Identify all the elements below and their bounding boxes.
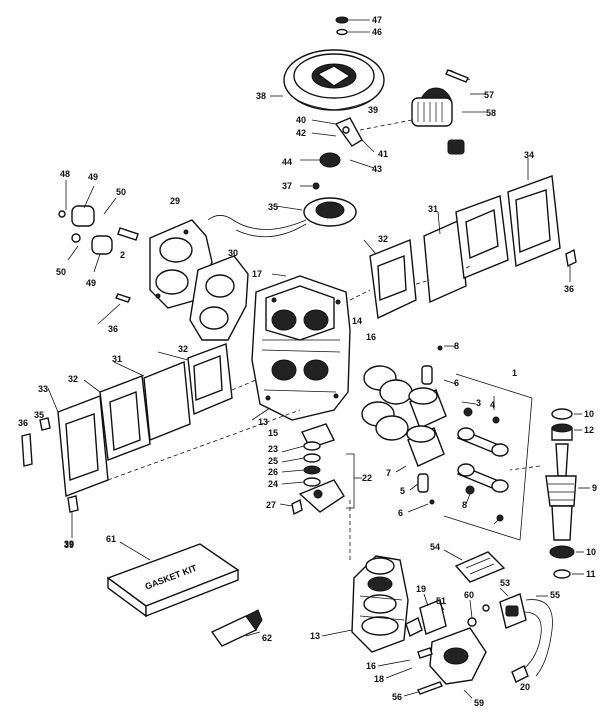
right-reed-plates <box>349 158 577 320</box>
callout-number: 34 <box>524 150 534 160</box>
callout-number: 47 <box>372 15 382 25</box>
callout-number: 39 <box>368 105 378 115</box>
callout-number: 22 <box>362 473 372 483</box>
callout-number: 42 <box>296 128 306 138</box>
callout-number: 17 <box>252 269 262 279</box>
callout-number: 3 <box>476 398 481 408</box>
callout-number: 33 <box>38 384 48 394</box>
callout-number: 41 <box>378 149 388 159</box>
connecting-rods <box>443 373 533 541</box>
callout-number: 58 <box>486 108 496 118</box>
crankshaft <box>509 408 590 579</box>
callout-number: 50 <box>56 267 66 277</box>
callout-number: 8 <box>462 500 467 510</box>
callout-number: 23 <box>268 444 278 454</box>
callout-number: 61 <box>106 534 116 544</box>
fuel-pump <box>377 593 490 699</box>
flywheel <box>270 49 385 111</box>
callout-number: 12 <box>584 425 594 435</box>
lower-housing <box>321 500 409 653</box>
callout-number: 25 <box>268 456 278 466</box>
small-washers <box>335 16 370 36</box>
linkage-parts <box>300 117 375 169</box>
callout-number: 15 <box>268 428 278 438</box>
callout-number: 6 <box>454 378 459 388</box>
callout-number: 30 <box>228 248 238 258</box>
callout-number: 60 <box>464 590 474 600</box>
callout-number: 31 <box>428 204 438 214</box>
callout-number: 19 <box>416 584 426 594</box>
callout-number: 55 <box>550 590 560 600</box>
callout-number: 9 <box>592 483 597 493</box>
callout-number: 59 <box>474 698 484 708</box>
callout-numbers: 47 46 38 57 58 39 40 42 41 43 44 37 35 3… <box>18 15 597 708</box>
pistons <box>395 345 457 513</box>
exhaust-gasket <box>189 255 249 341</box>
callout-number: 48 <box>60 169 70 179</box>
callout-number: 20 <box>520 682 530 692</box>
callout-number: 51 <box>436 596 446 606</box>
electrical-unit <box>499 587 553 683</box>
cylinder-block <box>251 273 351 421</box>
callout-number: 32 <box>178 344 188 354</box>
stator-ignition <box>207 182 357 238</box>
callout-number: 24 <box>268 479 278 489</box>
callout-number: 57 <box>484 90 494 100</box>
callout-number: 37 <box>282 181 292 191</box>
callout-number: 32 <box>68 374 78 384</box>
callout-number: 27 <box>266 500 276 510</box>
callout-number: 39 <box>64 539 74 549</box>
callout-number: 26 <box>268 467 278 477</box>
callout-number: 49 <box>88 172 98 182</box>
callout-number: 4 <box>490 400 495 410</box>
callout-number: 11 <box>586 569 596 579</box>
callout-number: 53 <box>500 578 510 588</box>
callout-number: 39 <box>64 540 74 550</box>
callout-number: 1 <box>512 368 517 378</box>
bottom-screws <box>403 647 443 697</box>
callout-number: 50 <box>116 187 126 197</box>
starter-motor <box>359 69 486 155</box>
callout-number: 36 <box>108 324 118 334</box>
gasket-kit-box: GASKET KIT <box>106 541 240 618</box>
left-bolt <box>97 293 131 325</box>
callout-number: 6 <box>398 508 403 518</box>
callout-number: 16 <box>366 332 376 342</box>
callout-number: 13 <box>310 631 320 641</box>
left-reed-plates <box>21 343 301 538</box>
bracket-plate <box>443 549 506 583</box>
callout-number: 29 <box>170 196 180 206</box>
callout-number: 18 <box>374 674 384 684</box>
callout-number: 43 <box>372 164 382 174</box>
callout-number: 31 <box>112 354 122 364</box>
callout-number: 36 <box>564 284 574 294</box>
callout-number: 5 <box>400 486 405 496</box>
callout-number: 38 <box>256 91 266 101</box>
callout-number: 56 <box>392 692 402 702</box>
callout-number: 7 <box>386 468 391 478</box>
callout-number: 49 <box>86 278 96 288</box>
callout-number: 14 <box>352 316 362 326</box>
callout-number: 2 <box>120 250 125 260</box>
callout-number: 44 <box>282 157 292 167</box>
callout-number: 32 <box>378 234 388 244</box>
callout-number: 46 <box>372 27 382 37</box>
callout-number: 54 <box>430 542 440 552</box>
callout-number: 36 <box>18 418 28 428</box>
callout-number: 35 <box>268 202 278 212</box>
callout-number: 62 <box>262 633 272 643</box>
callout-number: 10 <box>584 409 594 419</box>
callout-number: 13 <box>258 417 268 427</box>
seal-stack <box>279 423 362 516</box>
callout-number: 35 <box>34 410 44 420</box>
callout-number: 8 <box>454 341 459 351</box>
callout-number: 40 <box>296 115 306 125</box>
piston-rings <box>361 365 413 441</box>
sealant-tube <box>210 609 263 647</box>
callout-number: 16 <box>366 661 376 671</box>
callout-number: 10 <box>586 547 596 557</box>
left-small-parts <box>58 180 139 273</box>
